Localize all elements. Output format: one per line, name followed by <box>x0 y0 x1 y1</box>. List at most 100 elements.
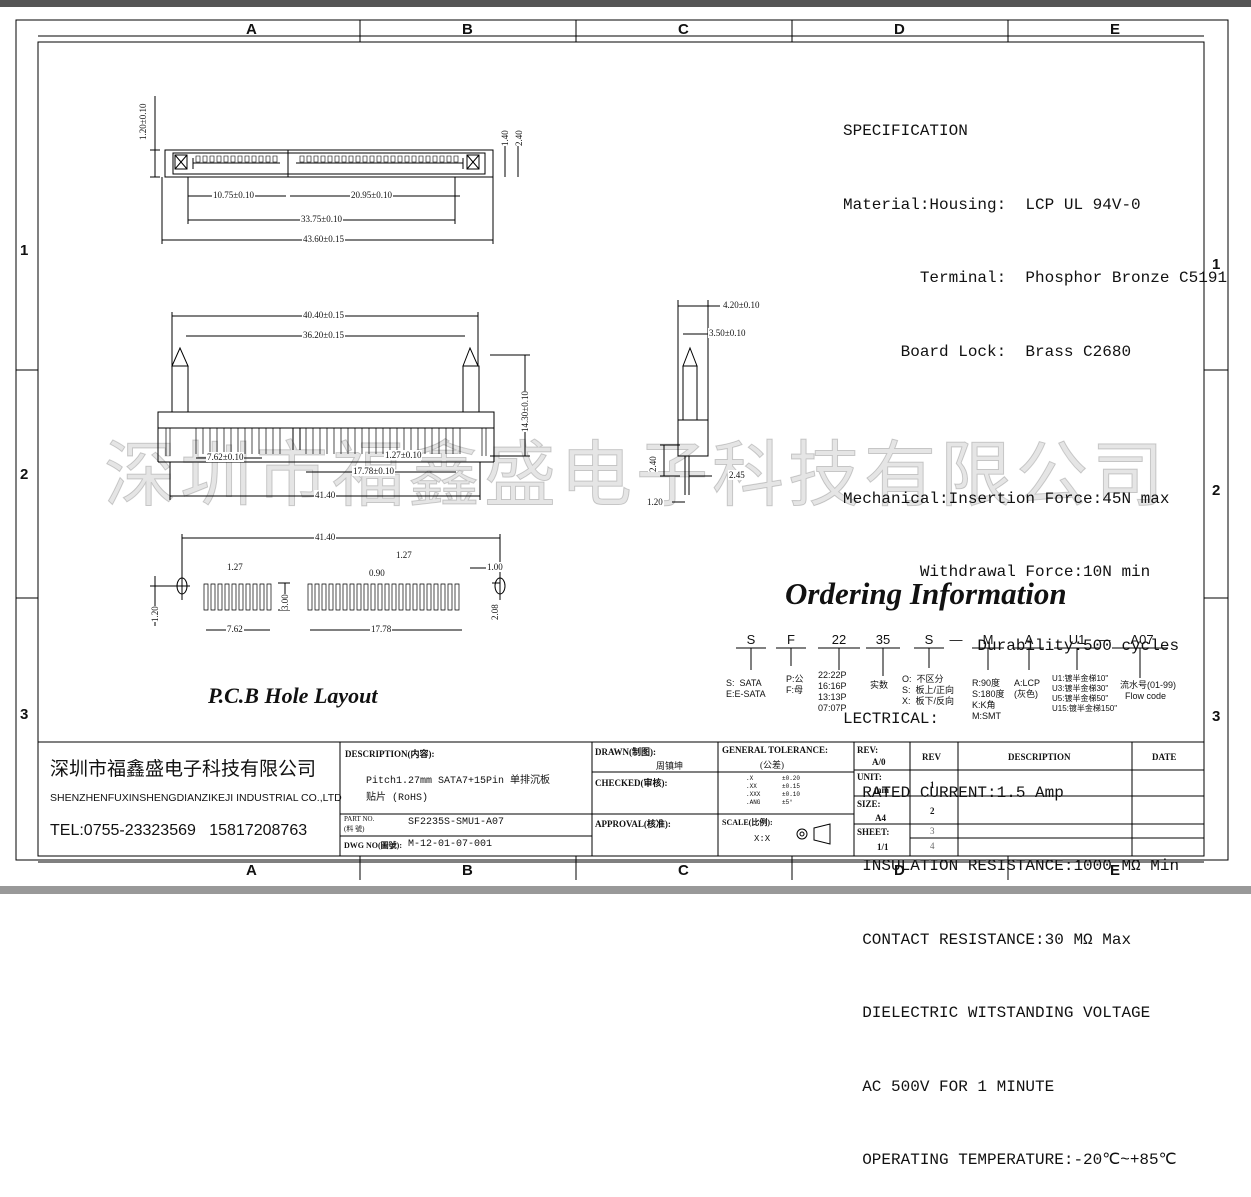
zone-col-c-bottom: C <box>678 862 689 879</box>
dim-top-h2: 1.40 <box>500 130 510 146</box>
drawn-value: 周镇坤 <box>656 762 684 772</box>
dim-pcb-p3: 0.90 <box>368 568 386 578</box>
spec-line: Terminal: Phosphor Bronze C5191 <box>843 269 1228 287</box>
size-value: A4 <box>875 813 886 823</box>
order-opt-series: S: SATA E:E-SATA <box>726 678 766 699</box>
title-block-lines <box>38 741 1204 856</box>
top-border-bar <box>0 0 1251 7</box>
rev-row: 3 <box>930 826 935 836</box>
description-column-header: DESCRIPTION <box>1008 752 1071 762</box>
dwg-no-value: M-12-01-07-001 <box>408 839 493 850</box>
dim-top-w4: 43.60±0.15 <box>302 234 345 244</box>
outer-frame <box>15 19 1229 861</box>
order-opt-plating: U1:镀半金梯10" U3:镀半金梯30" U5:镀半金梯50" U15:镀半金… <box>1052 674 1118 713</box>
order-code-mount: M <box>982 632 994 647</box>
order-opt-height: 实数 <box>870 680 889 690</box>
zone-row-1-left: 1 <box>20 242 29 259</box>
rev-value: A/0 <box>872 757 886 767</box>
dim-side-2: 3.50±0.10 <box>708 328 747 338</box>
unit-label: UNIT: <box>857 772 882 782</box>
dim-top-w1: 10.75±0.10 <box>212 190 255 200</box>
dim-side-1: 4.20±0.10 <box>722 300 761 310</box>
order-code-gender: F <box>787 632 795 647</box>
pcb-pads <box>203 583 460 611</box>
checked-label: CHECKED(审核): <box>595 778 668 788</box>
dim-top-w2: 20.95±0.10 <box>350 190 393 200</box>
spec-line: Board Lock: Brass C2680 <box>843 342 1132 361</box>
zone-col-d-bottom: D <box>894 862 905 879</box>
dim-side-4: 2.45 <box>728 470 746 480</box>
ordering-underlines <box>736 647 1168 678</box>
front-view-contacts <box>165 428 487 456</box>
spec-line: SPECIFICATION <box>843 122 968 140</box>
rev-column-header: REV <box>922 752 942 762</box>
order-opt-direction: O: 不区分 S: 板上/正向 X: 板下/反向 <box>902 674 955 706</box>
spec-line: INSULATION RESISTANCE:1000 MΩ Min <box>843 857 1180 875</box>
description-line-1: Pitch1.27mm SATA7+15Pin 单排沉板 <box>366 776 551 787</box>
company-name-en: SHENZHENFUXINSHENGDIANZIKEJI INDUSTRIAL … <box>50 792 342 804</box>
dim-pcb-w1: 7.62 <box>226 624 244 634</box>
dim-front-p3: 17.78±0.10 <box>352 466 395 476</box>
spec-line: OPERATING TEMPERATURE:-20℃~+85℃ <box>843 1151 1177 1169</box>
spec-line: Material:Housing: LCP UL 94V-0 <box>843 195 1141 214</box>
spec-line: CONTACT RESISTANCE:30 MΩ Max <box>843 930 1132 949</box>
company-name-cn: 深圳市福鑫盛电子科技有限公司 <box>50 758 317 780</box>
zone-row-3-left: 3 <box>20 706 29 723</box>
company-tel: TEL:0755-23323569 15817208763 <box>50 822 308 839</box>
dim-pcb-p2: 1.27 <box>395 550 413 560</box>
spec-line <box>843 413 1227 438</box>
dim-side-5: 1.20 <box>646 497 664 507</box>
order-code-flow: A07 <box>1130 632 1154 647</box>
ordering-title: Ordering Information <box>785 576 1067 611</box>
bottom-border-bar <box>0 886 1251 894</box>
top-view <box>150 96 519 244</box>
zone-col-b-top: B <box>462 21 473 38</box>
unit-value: mm <box>874 785 889 795</box>
dim-pcb-h3: 2.08 <box>490 604 500 620</box>
spec-line: LECTRICAL: <box>843 710 940 728</box>
rev-row: 4 <box>930 841 935 851</box>
zone-col-c-top: C <box>678 21 689 38</box>
zone-col-e-top: E <box>1110 21 1121 38</box>
spec-line: RATED CURRENT:1.5 Amp <box>843 783 1064 802</box>
sheet-label: SHEET: <box>857 827 890 837</box>
pcb-hole-layout <box>150 534 506 631</box>
spec-line: DIELECTRIC WITSTANDING VOLTAGE <box>843 1004 1151 1022</box>
dim-front-p2: 1.27±0.10 <box>384 450 423 460</box>
drawing-canvas <box>15 19 1229 880</box>
zone-row-1-right: 1 <box>1212 256 1221 273</box>
dim-pcb-p4: 1.00 <box>486 562 504 572</box>
part-no-label: PART NO. <box>344 815 375 823</box>
order-code-direction: S <box>924 632 934 647</box>
dim-side-3: 2.40 <box>648 456 658 472</box>
dim-top-w3: 33.75±0.10 <box>300 214 343 224</box>
dim-front-w2: 36.20±0.15 <box>302 330 345 340</box>
dim-pcb-width: 41.40 <box>314 532 337 542</box>
part-no-label-cn: (料 號) <box>344 825 365 833</box>
drawn-label: DRAWN(制图): <box>595 747 656 757</box>
tolerance-sub: (公差) <box>760 760 784 770</box>
zone-row-2-left: 2 <box>20 466 29 483</box>
order-opt-material: A:LCP (灰色) <box>1014 678 1041 699</box>
order-code-pins: 22 <box>831 632 847 647</box>
pcb-layout-title: P.C.B Hole Layout <box>208 683 378 708</box>
inner-frame <box>37 41 1205 857</box>
zone-col-d-top: D <box>894 21 905 38</box>
side-view <box>660 300 720 503</box>
spec-line: Durability:500 cycles <box>843 636 1180 655</box>
tol-row: .XX ±0.15 <box>746 783 801 790</box>
spec-line: Withdrawal Force:10N min <box>843 563 1151 581</box>
zone-ticks <box>16 20 1228 880</box>
order-opt-flow: 流水号(01-99) Flow code <box>1120 680 1177 701</box>
dim-front-height: 14.30±0.10 <box>520 391 530 432</box>
tol-row: .XXX ±0.10 <box>746 791 801 798</box>
zone-col-a-bottom: A <box>246 862 257 879</box>
order-code-height: 35 <box>875 632 891 647</box>
order-code-material: A <box>1024 632 1034 647</box>
order-opt-pins: 22:22P 16:16P 13:13P 07:07P <box>818 670 847 713</box>
order-dash-2: — <box>1097 632 1111 647</box>
top-view-pins <box>195 155 459 163</box>
dim-top-h3: 2.40 <box>514 130 524 146</box>
dwg-no-label: DWG NO(圖號): <box>344 841 402 850</box>
order-code-plating: U1 <box>1068 632 1086 647</box>
